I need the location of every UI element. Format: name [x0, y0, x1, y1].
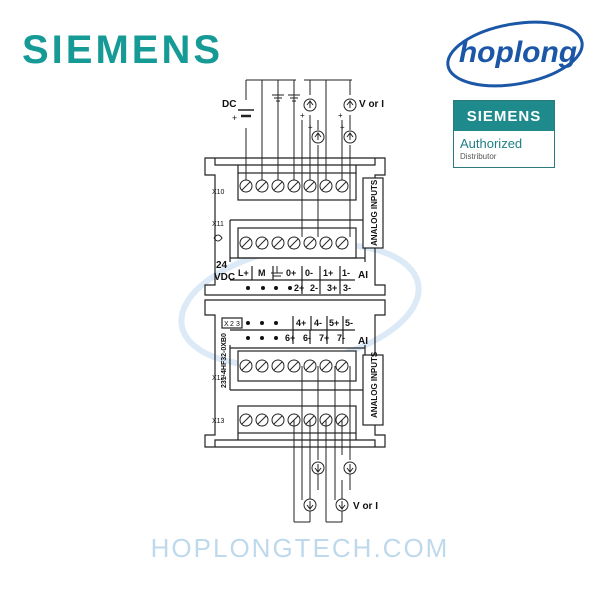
top-lower-screws — [239, 236, 349, 250]
x13-label: X13 — [212, 418, 225, 425]
ch7p-label: 7+ — [319, 333, 329, 343]
part-number-label: 231-4HF32-0XB0 — [221, 333, 228, 388]
top-side-icon — [213, 234, 223, 242]
badge-authorized-text: Authorized — [460, 136, 523, 151]
bottom-v-or-i-label: V or I — [353, 501, 378, 512]
hoplong-logo: hoplong — [446, 20, 584, 88]
m-label: M — [258, 268, 266, 278]
ch1p-label: 1+ — [323, 268, 333, 278]
ch4m-label: 4- — [314, 318, 322, 328]
bottom-side-label: ANALOG INPUTS — [370, 351, 379, 418]
dc-label: DC — [222, 99, 236, 110]
top-src-plus-3: + — [308, 123, 313, 132]
top-src-plus-1: + — [300, 111, 305, 120]
top-side-label: ANALOG INPUTS — [370, 179, 379, 246]
hoplong-text: hoplong — [459, 36, 577, 69]
bottom-status-dots — [246, 321, 278, 340]
x11-label: X11 — [212, 221, 224, 228]
top-src-plus-4: + — [340, 123, 345, 132]
bottom-wiring — [293, 366, 357, 523]
ch1m-label: 1- — [342, 268, 350, 278]
top-src-plus-2: + — [338, 111, 343, 120]
ch0p-label: 0+ — [286, 268, 296, 278]
bottom-ai-label: AI — [358, 336, 368, 347]
badge-siemens-text: SIEMENS — [454, 101, 554, 131]
ch2p-label: 2+ — [294, 283, 304, 293]
badge-distributor-text: Distributor — [460, 152, 497, 161]
footer-website: HOPLONGTECH.COM — [150, 533, 450, 563]
ch7m-label: 7- — [337, 333, 345, 343]
range-3: 3 — [236, 321, 240, 328]
top-upper-screws — [239, 179, 349, 193]
top-wiring — [238, 79, 357, 237]
range-2: 2 — [230, 321, 234, 328]
top-ai-label: AI — [358, 270, 368, 281]
authorized-distributor-badge: SIEMENS Authorized Distributor — [453, 100, 555, 168]
vdc-label: VDC — [214, 272, 235, 283]
ch5p-label: 5+ — [329, 318, 339, 328]
x10-label: X10 — [212, 189, 225, 196]
siemens-logo: SIEMENS — [22, 28, 224, 72]
bottom-labels: X 2 3 231-4HF32-0XB0 X12 X13 ANALOG INPU… — [212, 318, 379, 512]
top-v-or-i-label: V or I — [359, 99, 384, 110]
dc-plus-label: + — [232, 113, 237, 123]
ch0m-label: 0- — [305, 268, 313, 278]
top-ground-icon — [271, 266, 283, 277]
dc-minus-label: - — [232, 101, 235, 111]
ch5m-label: 5- — [345, 318, 353, 328]
vdc-24-label: 24 — [216, 260, 228, 271]
x12-label: X12 — [212, 375, 225, 382]
ch4p-label: 4+ — [296, 318, 306, 328]
ch3m-label: 3- — [343, 283, 351, 293]
ch3p-label: 3+ — [327, 283, 337, 293]
top-status-dots — [246, 286, 292, 290]
l-plus-label: L+ — [238, 268, 249, 278]
range-x: X — [224, 321, 229, 328]
top-labels: DC - + V or I + + + + X10 X11 24 VDC ANA… — [212, 99, 384, 293]
bottom-upper-screws — [239, 359, 349, 373]
ch6m-label: 6- — [303, 333, 311, 343]
ch2m-label: 2- — [310, 283, 318, 293]
ch6p-label: 6+ — [285, 333, 295, 343]
